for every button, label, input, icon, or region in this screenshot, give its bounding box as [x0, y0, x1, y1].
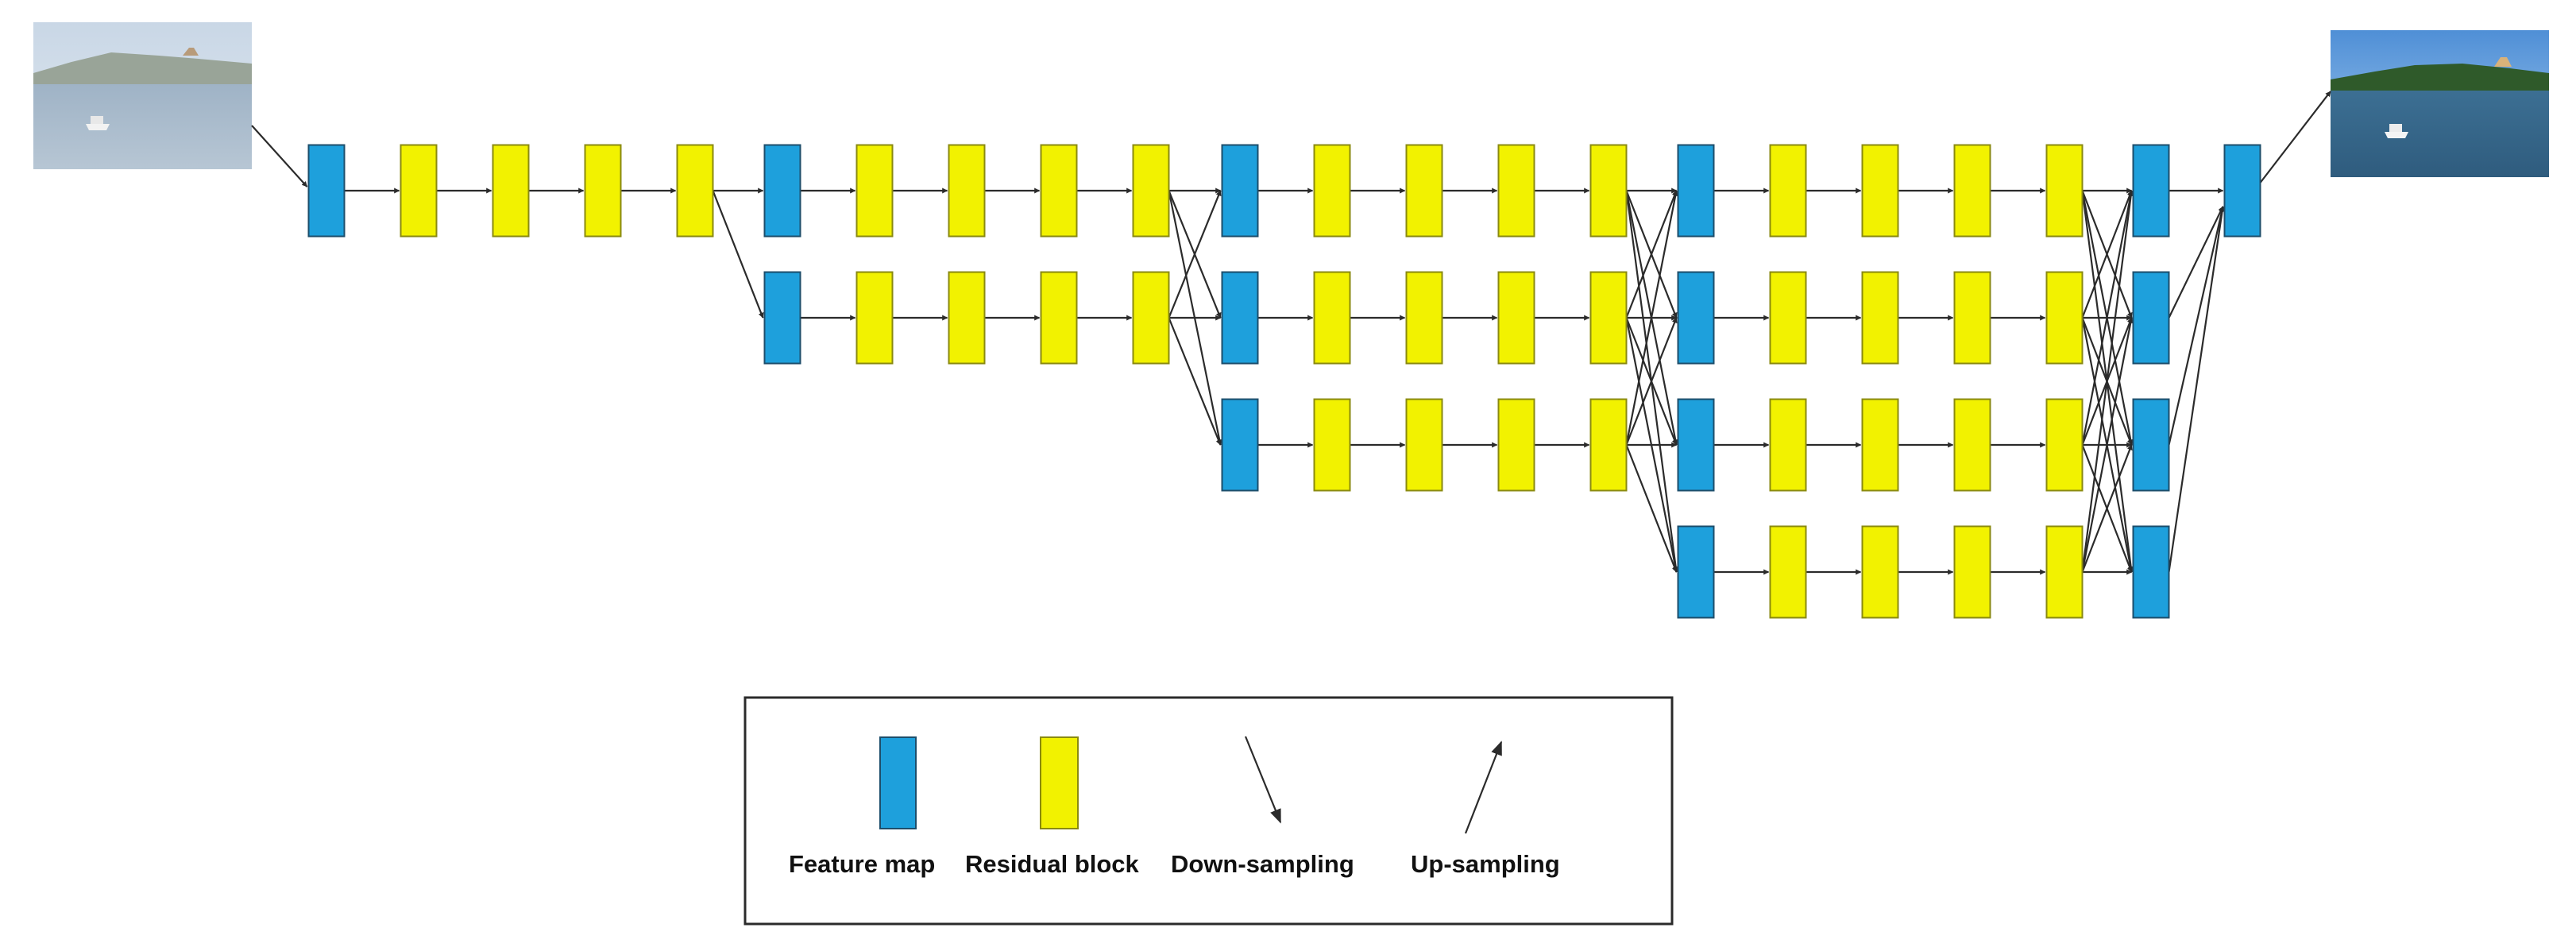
- input-arrow: [251, 125, 308, 187]
- residual-block: [1040, 144, 1078, 238]
- legend-feature-map-swatch: [879, 736, 917, 829]
- legend-residual-block-swatch: [1040, 736, 1079, 829]
- up-sampling-arrow: [1625, 190, 1678, 319]
- output-arrow: [2259, 91, 2331, 184]
- feature-map-block: [307, 144, 346, 238]
- up-sampling-arrow: [2168, 206, 2224, 319]
- input-image: [33, 22, 252, 169]
- residual-block: [1589, 271, 1628, 365]
- residual-block: [492, 144, 530, 238]
- residual-block: [584, 144, 622, 238]
- down-sampling-arrow: [712, 190, 764, 319]
- residual-block: [2045, 144, 2084, 238]
- feature-map-block: [1677, 525, 1715, 619]
- residual-block: [1769, 398, 1807, 492]
- blocks: [307, 144, 2261, 619]
- residual-block: [2045, 271, 2084, 365]
- feature-map-block: [763, 144, 801, 238]
- feature-map-block: [1677, 144, 1715, 238]
- final-feature-map-block: [2223, 144, 2261, 238]
- legend-down-sampling-arrow: [1244, 736, 1282, 824]
- feature-map-block: [1221, 144, 1259, 238]
- feature-map-block: [1221, 398, 1259, 492]
- residual-block: [676, 144, 714, 238]
- residual-block: [1132, 144, 1170, 238]
- residual-block: [1405, 271, 1443, 365]
- residual-block: [1040, 271, 1078, 365]
- down-sampling-arrow: [1168, 317, 1222, 446]
- up-sampling-arrow: [2081, 444, 2133, 573]
- up-sampling-arrow: [2168, 206, 2226, 573]
- up-sampling-arrow: [2081, 190, 2133, 319]
- residual-block: [1313, 271, 1351, 365]
- connections: [251, 91, 2331, 575]
- residual-block: [1861, 525, 1899, 619]
- residual-block: [948, 271, 986, 365]
- residual-block: [855, 271, 894, 365]
- residual-block: [2045, 525, 2084, 619]
- residual-block: [1769, 144, 1807, 238]
- residual-block: [1405, 398, 1443, 492]
- legend-up-sampling-arrow: [1464, 740, 1503, 834]
- residual-block: [1497, 398, 1535, 492]
- residual-block: [1861, 398, 1899, 492]
- residual-block: [1589, 398, 1628, 492]
- residual-block: [1589, 144, 1628, 238]
- residual-block: [1953, 271, 1991, 365]
- up-sampling-arrow: [2081, 190, 2134, 573]
- fusion-feature-map-block: [2132, 525, 2170, 619]
- residual-block: [1497, 144, 1535, 238]
- legend-feature-map-label: Feature map: [789, 850, 935, 878]
- residual-block: [1861, 144, 1899, 238]
- legend-down-sampling-label: Down-sampling: [1171, 850, 1354, 878]
- fusion-feature-map-block: [2132, 144, 2170, 238]
- legend-up-sampling-label: Up-sampling: [1411, 850, 1560, 878]
- up-sampling-arrow: [1168, 190, 1222, 319]
- output-image: [2331, 30, 2549, 177]
- residual-block: [1953, 144, 1991, 238]
- residual-block: [1769, 525, 1807, 619]
- residual-block: [855, 144, 894, 238]
- residual-block: [1953, 398, 1991, 492]
- up-sampling-arrow: [1625, 317, 1678, 446]
- legend-residual-block-label: Residual block: [965, 850, 1140, 878]
- down-sampling-arrow: [1625, 444, 1678, 573]
- up-sampling-arrow: [2081, 317, 2134, 573]
- residual-block: [1313, 144, 1351, 238]
- feature-map-block: [1677, 271, 1715, 365]
- residual-block: [1405, 144, 1443, 238]
- feature-map-block: [763, 271, 801, 365]
- up-sampling-arrow: [2168, 206, 2225, 446]
- residual-block: [948, 144, 986, 238]
- feature-map-block: [1221, 271, 1259, 365]
- residual-block: [1132, 271, 1170, 365]
- residual-block: [1497, 271, 1535, 365]
- residual-block: [2045, 398, 2084, 492]
- legend: Feature map Residual block Down-sampling…: [743, 696, 1674, 926]
- fusion-feature-map-block: [2132, 271, 2170, 365]
- residual-block: [1769, 271, 1807, 365]
- up-sampling-arrow: [2081, 190, 2134, 446]
- feature-map-block: [1677, 398, 1715, 492]
- residual-block: [400, 144, 438, 238]
- residual-block: [1861, 271, 1899, 365]
- up-sampling-arrow: [1625, 190, 1678, 446]
- fusion-feature-map-block: [2132, 398, 2170, 492]
- residual-block: [1953, 525, 1991, 619]
- residual-block: [1313, 398, 1351, 492]
